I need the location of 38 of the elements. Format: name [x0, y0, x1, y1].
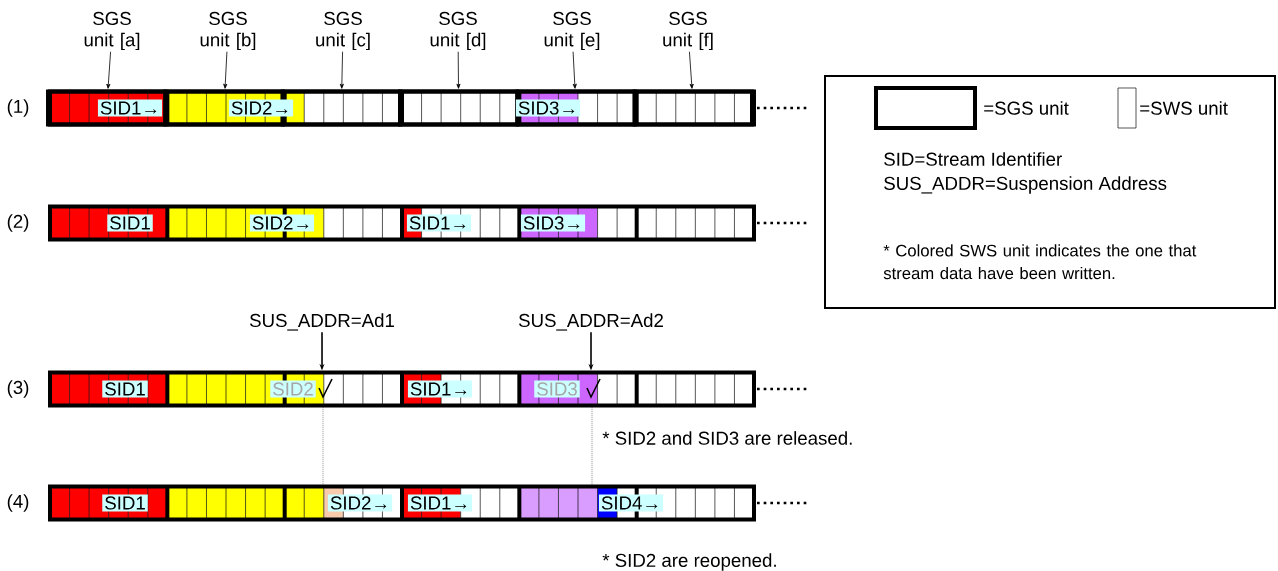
stream-id-tag: SID2→ — [228, 99, 294, 117]
stream-id-tag: SID1→ — [407, 494, 473, 512]
unit-label: SGS unit [f] — [663, 11, 713, 51]
row-number: (2) — [7, 214, 29, 232]
stream-id-tag: SID1→ — [406, 214, 472, 232]
stream-id-tag: SID4→ — [598, 494, 664, 512]
address-label: SUS_ADDR=Ad1 — [250, 313, 394, 331]
unit-label: SGS unit [b] — [200, 11, 256, 51]
stream-id-tag: SID1 — [102, 380, 148, 398]
note: * SID2 are reopened. — [602, 553, 776, 571]
row-number: (1) — [7, 99, 29, 117]
row-number: (3) — [7, 380, 29, 398]
unit-label: SGS unit [c] — [316, 11, 370, 51]
legend-entry: =SWS unit — [1117, 87, 1228, 129]
stream-id-tag: SID2→ — [327, 494, 393, 512]
arrow — [689, 51, 694, 89]
unit-label: SGS unit [a] — [84, 11, 140, 51]
unit-label: SGS unit [e] — [544, 11, 600, 51]
arrow — [456, 51, 461, 89]
arrow — [106, 51, 111, 89]
unit-label: SGS unit [d] — [430, 11, 486, 51]
legend-entry: =SGS unit — [874, 86, 1069, 130]
note: * SID2 and SID3 are released. — [602, 431, 852, 445]
stream-id-tag: SID3→ — [515, 99, 581, 117]
arrow — [339, 51, 344, 89]
arrow — [572, 51, 577, 89]
stream-id-tag: SID3→ — [520, 214, 586, 232]
sgs-unit-box — [632, 89, 754, 127]
stream-id-tag: SID1 — [102, 494, 148, 512]
stream-id-tag: SID2 — [270, 380, 316, 398]
address-label: SUS_ADDR=Ad2 — [519, 313, 663, 331]
stream-id-tag: SID3 — [534, 380, 580, 398]
stream-id-tag: SID1→ — [407, 380, 473, 398]
arrow — [223, 51, 228, 89]
stream-id-tag: SID2→ — [249, 214, 315, 232]
stream-id-tag: SID1 — [107, 214, 153, 232]
stream-id-tag: SID1→ — [97, 99, 163, 117]
row-number: (4) — [7, 494, 29, 512]
